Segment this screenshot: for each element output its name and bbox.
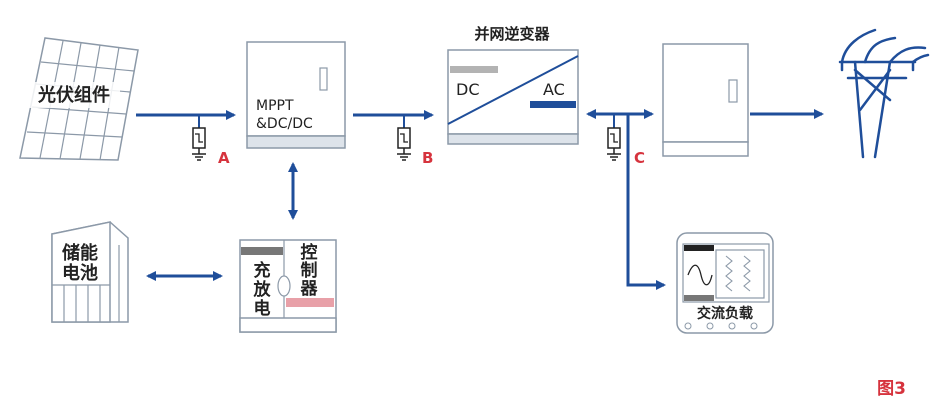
spd-a-label: A: [218, 149, 230, 167]
spd-c-label: C: [634, 149, 645, 167]
spd-b-label: B: [422, 149, 433, 167]
inverter-title: 并网逆变器: [474, 25, 550, 43]
mppt-label: MPPT: [256, 98, 294, 114]
controller-label-1: 控: [301, 242, 318, 263]
figure-label: 图3: [877, 379, 906, 399]
spd-c: C: [607, 114, 645, 167]
sine-wave-icon: [687, 264, 713, 286]
storage-battery: 储能 电池: [51, 221, 129, 323]
storage-label-line2: 电池: [62, 262, 98, 284]
charge-label-3: 电: [254, 298, 271, 319]
ac-load: 交流负载: [676, 232, 774, 334]
dc-label: DC: [456, 80, 480, 99]
distribution-cabinet: [662, 43, 749, 157]
pv-array: 光伏组件: [19, 37, 139, 161]
spd-b: B: [397, 115, 433, 167]
mppt-dcdc-box: MPPT &DC/DC: [246, 41, 346, 149]
controller-label-2: 制: [301, 260, 318, 281]
grid-inverter: 并网逆变器 DC AC: [447, 25, 579, 145]
charge-controller: 充 放 电 控 制 器: [239, 239, 337, 333]
arrow-to-ac-load: [626, 114, 666, 290]
spd-a: A: [192, 115, 230, 167]
ground-icon: [607, 153, 621, 161]
ac-label: AC: [543, 80, 565, 99]
charge-label-2: 放: [253, 279, 272, 300]
pv-array-label: 光伏组件: [37, 84, 110, 106]
connections: [136, 109, 824, 290]
ground-icon: [192, 153, 206, 161]
dcdc-label: &DC/DC: [256, 116, 313, 132]
utility-tower-icon: [838, 28, 930, 159]
controller-label-3: 器: [300, 279, 319, 299]
ground-icon: [397, 153, 411, 161]
charge-label-1: 充: [254, 260, 271, 281]
ac-load-label: 交流负载: [697, 305, 753, 322]
storage-label-line1: 储能: [61, 242, 98, 264]
